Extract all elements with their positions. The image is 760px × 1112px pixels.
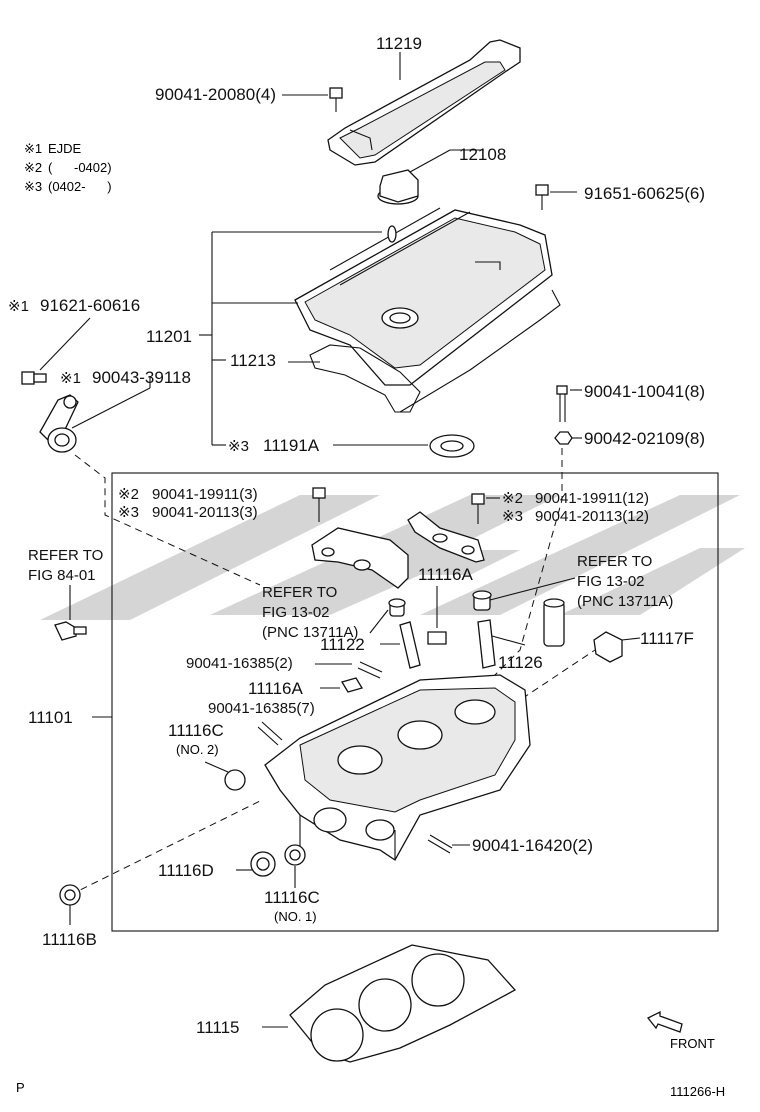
label-cover-bolt: 90041-20080(4) (155, 85, 276, 104)
label-stud-b: 90041-16385(7) (208, 700, 315, 717)
label-plug-f: 11117F (640, 629, 694, 648)
label-cap-bolt-r2-mark: ※3 (502, 508, 523, 525)
label-cover-bolt2: 91651-60625(6) (584, 184, 705, 203)
plug-11116A-top (427, 586, 447, 645)
label-plug-c1: 11116C (264, 888, 320, 907)
label-bracket-bolt-mark: ※1 (8, 298, 29, 315)
tube-part (543, 598, 565, 647)
label-plug-d: 11116D (158, 861, 214, 880)
figure-code: 111266-H (670, 1084, 725, 1099)
label-stud: 90041-10041(8) (584, 382, 705, 401)
label-bracket-nut: 90043-39118 (92, 368, 191, 387)
assembly-bracket-lines (199, 231, 382, 446)
guide-dash (519, 647, 599, 701)
label-refer-right-1: REFER TO (577, 553, 652, 570)
label-bracket-nut-mark: ※1 (60, 370, 81, 387)
label-cap-bolt-l2: 90041-20113(3) (152, 504, 258, 521)
label-plug-c1-sub: (NO. 1) (274, 909, 317, 924)
label-refer-right-2: FIG 13-02 (577, 573, 645, 590)
plug-11117F (593, 631, 641, 663)
label-guide-ex: 11126 (498, 653, 543, 672)
engine-cover-part (327, 39, 521, 166)
note-3-text: (0402- ) (48, 179, 112, 194)
plug-11116D (236, 851, 276, 877)
label-cap-bolt-r1-mark: ※2 (502, 490, 523, 507)
label-oil-cap: 12108 (459, 145, 506, 164)
stud-b-part (257, 721, 283, 746)
label-refer-mid-1: REFER TO (262, 584, 337, 601)
label-plug-seal-mark: ※3 (228, 438, 249, 455)
camshaft-bearing-cap-left (311, 487, 409, 589)
valve-guide-exhaust (477, 619, 526, 669)
label-cover: 11219 (376, 34, 422, 53)
stud-part (556, 385, 582, 422)
label-plug-a-top: 11116A (418, 565, 473, 584)
bracket-bolt-part (21, 317, 91, 385)
guide-dash (74, 454, 261, 586)
label-bracket-bolt: 91621-60616 (40, 296, 140, 315)
label-plug-b: 11116B (42, 930, 97, 949)
valve-guide-intake (380, 621, 421, 669)
label-plug-c2: 11116C (168, 721, 224, 740)
note-1-text: EJDE (48, 141, 82, 156)
plug-seal-part (333, 434, 475, 458)
label-head-gasket: 11115 (196, 1018, 240, 1037)
label-stud-a: 90041-16385(2) (186, 655, 293, 672)
front-arrow-icon (646, 1010, 683, 1033)
camshaft-bearing-cap-right (407, 493, 500, 563)
plug-11116A-mid (320, 677, 363, 693)
label-cap-bolt-l1-mark: ※2 (118, 486, 139, 503)
plug-11116B (59, 884, 81, 925)
label-head-cover-assy: 11201 (146, 327, 192, 346)
label-cap-bolt-l2-mark: ※3 (118, 504, 139, 521)
bracket-part (39, 376, 151, 453)
plug-11116C-no2 (204, 761, 246, 791)
note-3-mark: ※3 (24, 179, 42, 194)
head-gasket-part (262, 944, 517, 1063)
cover-bolt-part (282, 87, 343, 112)
stud-c-part (427, 834, 470, 854)
note-1-mark: ※1 (24, 141, 42, 156)
note-2-mark: ※2 (24, 160, 42, 175)
label-cap-bolt-r2: 90041-20113(12) (535, 508, 649, 525)
label-cap-bolt-l1: 90041-19911(3) (152, 486, 258, 503)
label-front: FRONT (670, 1036, 715, 1051)
valve-stem-seal-left (369, 598, 406, 634)
stud-a-part (315, 661, 383, 679)
cylinder-head-part (264, 674, 531, 861)
label-plug-a-mid: 11116A (248, 679, 303, 698)
label-refer-mid-2: FIG 13-02 (262, 604, 330, 621)
cylinder-head-cover-part (294, 207, 553, 386)
label-refer-left-2: FIG 84-01 (28, 567, 96, 584)
cylinder-head-group-box (111, 472, 719, 932)
label-refer-right-3: (PNC 13711A) (577, 593, 673, 610)
guide-dash (69, 799, 263, 896)
valve-stem-seal-right (472, 577, 576, 611)
label-refer-left-1: REFER TO (28, 547, 103, 564)
label-washer: 90042-02109(8) (584, 429, 705, 448)
cover-gasket-part (309, 289, 561, 413)
label-cap-bolt-r1: 90041-19911(12) (535, 490, 649, 507)
oil-filler-cap-part (377, 149, 483, 205)
label-head: 11101 (28, 708, 73, 727)
label-refer-mid-3: (PNC 13711A) (262, 624, 358, 641)
plug-11116C-no1 (284, 844, 306, 888)
label-stud-c: 90041-16420(2) (472, 836, 593, 855)
note-2-text: ( -0402) (48, 160, 112, 175)
cover-bolt-2-part (535, 184, 577, 210)
corner-left-label: P (16, 1080, 25, 1095)
label-plug-c2-sub: (NO. 2) (176, 742, 219, 757)
label-guide-in: 11122 (320, 635, 365, 654)
washer-part (554, 431, 582, 445)
sensor-part (54, 585, 87, 641)
label-gasket: 11213 (230, 351, 276, 370)
label-plug-seal: 11191A (263, 436, 320, 455)
